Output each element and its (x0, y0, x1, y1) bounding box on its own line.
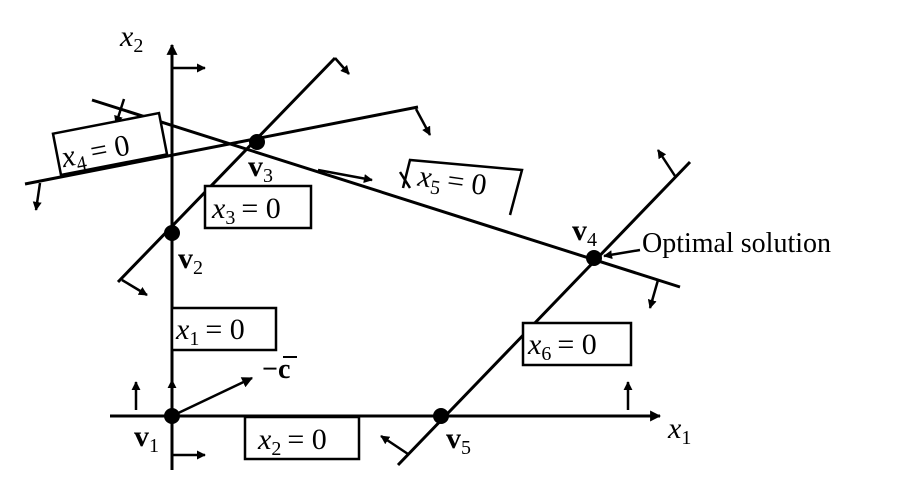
vertex-v2-dot (164, 225, 180, 241)
vertex-v1-dot (164, 408, 180, 424)
arrow-x5-direction (317, 168, 373, 183)
box-x5 (401, 158, 524, 216)
line-x5 (91, 98, 681, 289)
vertex-v3-label: v3 (248, 150, 273, 187)
box-x1 (170, 306, 278, 352)
vertex-dots (164, 134, 602, 424)
vertex-v3-dot (249, 134, 265, 150)
box-x4 (51, 111, 169, 177)
optimal-pointer-arrow (603, 248, 641, 260)
feasibility-arrows (32, 57, 677, 460)
optimal-solution-label: Optimal solution (642, 228, 831, 259)
vertex-v5-dot (433, 408, 449, 424)
constraint-x1-label: x1= 0 (175, 313, 245, 350)
y-axis-label: x2 (119, 20, 143, 57)
line-x4 (24, 105, 419, 186)
vertex-v4-dot (586, 250, 602, 266)
x-axis-label: x1 (667, 412, 691, 449)
constraint-x3-label: x3= 0 (211, 192, 281, 229)
cost-vector-label: −c (262, 354, 290, 385)
vertex-v2-label: v2 (178, 242, 203, 279)
box-x6 (521, 321, 633, 367)
constraint-x6-label: x6= 0 (527, 328, 597, 365)
constraint-x5-label: x5= 0 (415, 160, 489, 206)
box-x3 (203, 184, 313, 230)
vertex-v4-label: v4 (572, 214, 597, 251)
line-x3 (116, 56, 337, 284)
cost-vector-arrow (171, 376, 253, 418)
vertex-v5-label: v5 (446, 422, 471, 459)
constraint-x2-label: x2= 0 (257, 423, 327, 460)
vertex-v1-label: v1 (134, 420, 159, 457)
box-x2 (243, 415, 361, 461)
